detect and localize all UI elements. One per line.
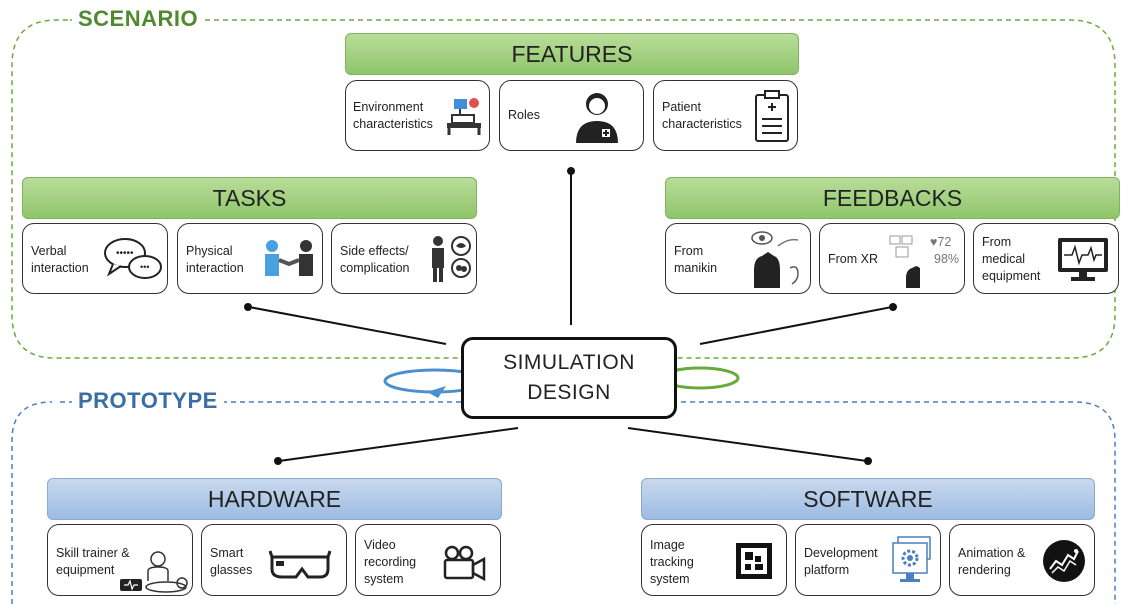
card-label: Patient characteristics [662, 100, 742, 131]
center-line-2: DESIGN [527, 381, 611, 404]
manikin-senses-icon [751, 231, 799, 288]
smart-glasses-icon [268, 550, 332, 579]
feedbacks-card-equipment: From medical equipment [973, 223, 1119, 294]
blue-arrowhead [427, 386, 446, 398]
features-header: FEATURES [345, 33, 799, 75]
connector-feedbacks [699, 306, 893, 345]
connector-software-dot [864, 457, 872, 465]
connector-tasks [248, 306, 447, 345]
center-line-1: SIMULATION [503, 351, 635, 374]
software-card-development: Development platform [795, 524, 941, 596]
connector-tasks-dot [244, 303, 252, 311]
dev-platform-icon [892, 536, 931, 582]
connector-features-dot [567, 167, 575, 175]
speech-bubbles-icon: •••••••• [104, 238, 162, 279]
marker-icon [736, 543, 772, 579]
software-card-animation: Animation & rendering [949, 524, 1095, 596]
card-label: Physical interaction [186, 244, 244, 275]
patient-organs-icon [432, 236, 471, 282]
software-card-image-tracking: Image tracking system [641, 524, 787, 596]
hardware-card-skill-trainer: Skill trainer & equipment [47, 524, 193, 596]
tasks-header: TASKS [22, 177, 477, 219]
feedbacks-card-xr: From XR ♥72 98% [819, 223, 965, 294]
simulation-design-box: SIMULATION DESIGN [461, 337, 677, 419]
card-label: Environment characteristics [353, 100, 433, 131]
tasks-card-side-effects: Side effects/ complication [331, 223, 477, 294]
doctor-icon [576, 93, 618, 143]
connector-software [627, 427, 868, 462]
hardware-card-video: Video recording system [355, 524, 501, 596]
tasks-card-physical: Physical interaction [177, 223, 323, 294]
hardware-card-smart-glasses: Smart glasses [201, 524, 347, 596]
video-camera-icon [443, 545, 486, 581]
card-label: Development platform [804, 546, 878, 577]
hospital-bed-icon [447, 98, 481, 135]
card-label: From manikin [674, 244, 718, 275]
tasks-card-verbal: Verbal interaction •••••••• [22, 223, 168, 294]
card-label: From medical equipment [982, 235, 1041, 283]
features-card-patient: Patient characteristics [653, 80, 798, 151]
card-label: Image tracking system [650, 538, 694, 586]
card-label: Animation & rendering [958, 546, 1026, 577]
xr-vitals-icon [889, 235, 920, 288]
hardware-header: HARDWARE [47, 478, 502, 520]
svg-text:•••••: ••••• [116, 248, 134, 259]
xr-heart-rate: ♥72 [930, 235, 952, 249]
xr-oxygen: 98% [934, 252, 960, 266]
card-label: Roles [508, 108, 540, 122]
monitor-ecg-icon [1058, 238, 1108, 281]
prototype-region-border [11, 401, 1116, 604]
svg-text:•••: ••• [140, 262, 149, 272]
card-label: Smart glasses [210, 546, 253, 577]
connector-hardware-dot [274, 457, 282, 465]
features-card-environment: Environment characteristics [345, 80, 490, 151]
connector-hardware [278, 427, 519, 462]
features-card-roles: Roles [499, 80, 644, 151]
card-label: Video recording system [364, 538, 417, 586]
handshake-icon [265, 240, 313, 276]
prototype-label: PROTOTYPE [72, 388, 224, 414]
connector-feedbacks-dot [889, 303, 897, 311]
skill-trainer-icon [120, 551, 188, 593]
software-header: SOFTWARE [641, 478, 1095, 520]
clipboard-icon [755, 90, 789, 142]
feedbacks-header: FEEDBACKS [665, 177, 1120, 219]
card-label: Side effects/ complication [340, 244, 410, 275]
feedbacks-card-manikin: From manikin [665, 223, 811, 294]
card-label: From XR [828, 252, 878, 266]
animation-icon [1043, 540, 1085, 582]
scenario-label: SCENARIO [72, 6, 205, 32]
card-label: Verbal interaction [31, 244, 89, 275]
card-label: Skill trainer & equipment [56, 546, 130, 577]
